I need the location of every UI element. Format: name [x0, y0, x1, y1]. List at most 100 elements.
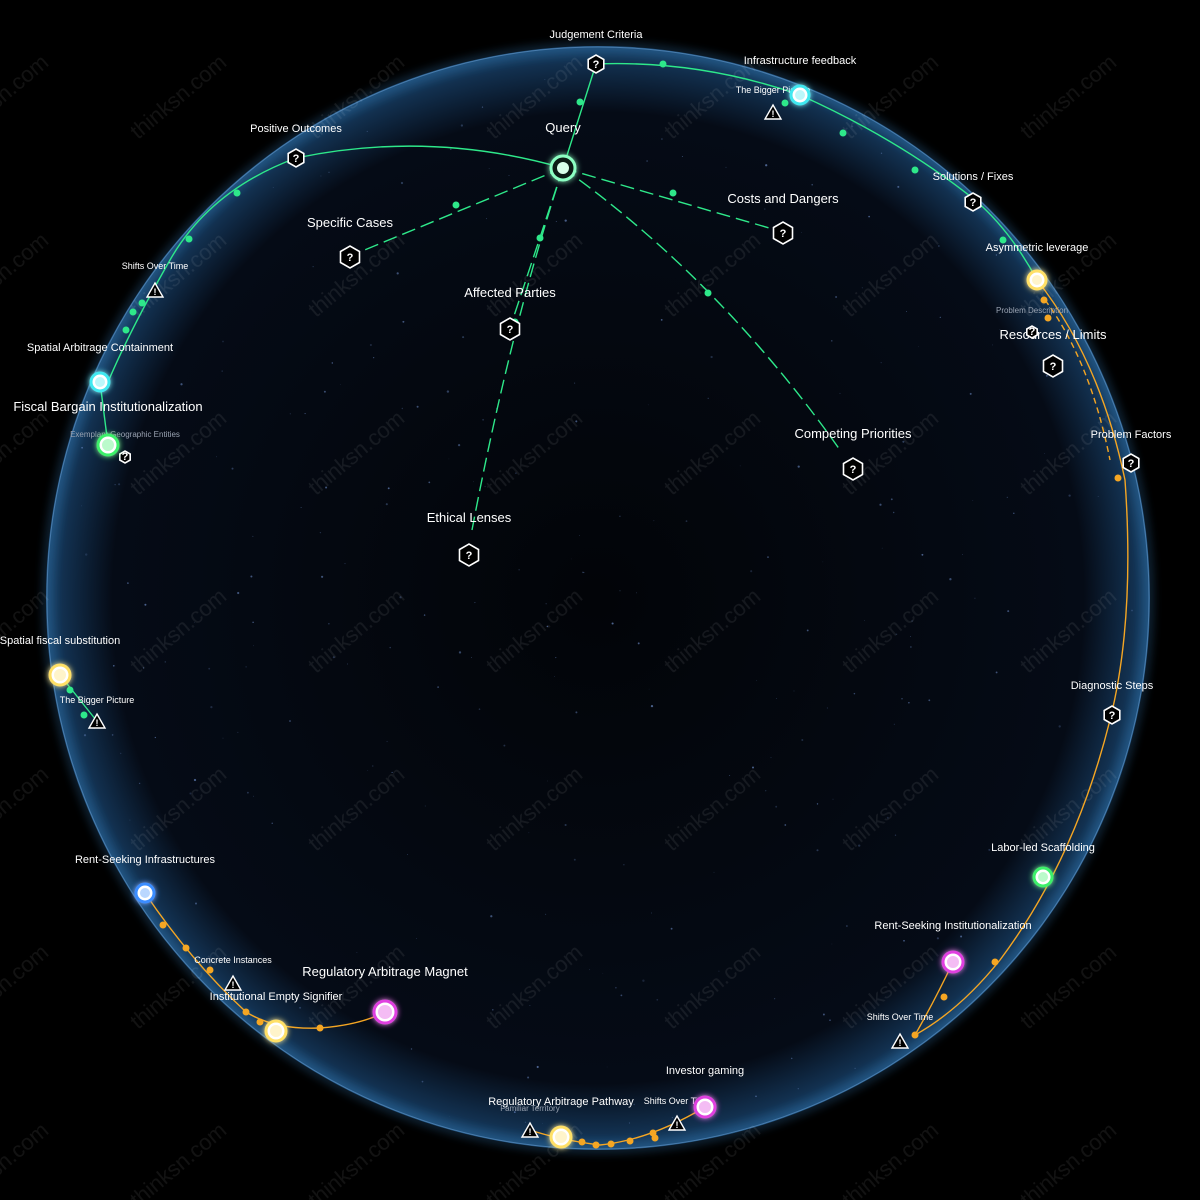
- query-label: Query: [545, 120, 581, 135]
- ethical-lenses-node[interactable]: ?: [458, 543, 480, 567]
- star: [416, 405, 419, 408]
- star: [606, 1066, 608, 1068]
- star: [222, 737, 224, 739]
- star: [356, 952, 358, 953]
- star: [252, 795, 255, 797]
- familiar-territory-node[interactable]: !: [520, 1121, 540, 1138]
- star: [332, 656, 335, 659]
- spatial-fiscal-substitution-node[interactable]: [48, 663, 72, 687]
- problem-factors-node[interactable]: ?: [1122, 453, 1140, 473]
- spatial-arbitrage-containment-node[interactable]: [89, 371, 111, 393]
- question-mark-icon: ?: [466, 550, 473, 562]
- rent-seeking-institutionalization-node[interactable]: [941, 950, 965, 974]
- star: [992, 344, 993, 346]
- help-hexagon-icon: [772, 221, 794, 245]
- rent-seeking-infrastructures-node[interactable]: [134, 882, 156, 904]
- star: [331, 362, 334, 364]
- institutional-empty-signifier-node[interactable]: [264, 1019, 288, 1043]
- diagnostic-steps-label: Diagnostic Steps: [1071, 680, 1154, 692]
- star: [81, 505, 83, 507]
- labor-led-scaffolding-node[interactable]: [1032, 866, 1054, 888]
- question-mark-icon: ?: [1050, 361, 1057, 373]
- star: [549, 296, 551, 297]
- judgement-criteria-node[interactable]: ?: [587, 54, 605, 74]
- star: [118, 483, 121, 486]
- star: [671, 1116, 674, 1119]
- concrete-instances-node[interactable]: !: [223, 974, 243, 991]
- star: [893, 723, 895, 725]
- regulatory-arbitrage-magnet-node[interactable]: [372, 999, 398, 1025]
- path-dot: [159, 921, 167, 929]
- path-dot: [578, 1138, 586, 1146]
- watermark-text: thinksn.com: [837, 1117, 943, 1200]
- resources-limits-node[interactable]: ?: [1042, 354, 1064, 378]
- star: [237, 591, 240, 595]
- the-bigger-picture-top-node[interactable]: !: [763, 103, 783, 120]
- star: [653, 520, 655, 522]
- rent-seeking-infrastructures-label: Rent-Seeking Infrastructures: [75, 854, 216, 866]
- competing-priorities-node[interactable]: ?: [842, 457, 864, 481]
- the-bigger-picture-left-node[interactable]: !: [87, 712, 107, 729]
- specific-cases-node[interactable]: ?: [339, 245, 361, 269]
- costs-and-dangers-label: Costs and Dangers: [727, 191, 839, 206]
- path-dot: [66, 686, 74, 694]
- star: [582, 571, 584, 574]
- star: [482, 418, 485, 421]
- star: [210, 705, 213, 709]
- star: [835, 295, 838, 299]
- star: [323, 390, 326, 393]
- star: [918, 927, 921, 930]
- help-hexagon-icon: [499, 317, 521, 341]
- asymmetric-leverage-node[interactable]: [1026, 269, 1048, 291]
- star: [623, 864, 625, 866]
- question-mark-icon: ?: [507, 324, 514, 336]
- infrastructure-feedback-node[interactable]: [789, 84, 811, 106]
- shifts-over-time-bottom-node[interactable]: !: [667, 1114, 687, 1131]
- path-dot: [607, 1140, 615, 1148]
- exemplary-geographic-entities-node[interactable]: ?: [119, 450, 131, 464]
- warning-triangle-icon: [223, 974, 243, 991]
- star: [508, 174, 510, 177]
- costs-and-dangers-node[interactable]: ?: [772, 221, 794, 245]
- link-judgement-rim: [595, 62, 1038, 281]
- star: [221, 370, 223, 372]
- investor-gaming-node[interactable]: [693, 1095, 717, 1119]
- problem-description-node[interactable]: ?: [1026, 325, 1038, 339]
- affected-parties-node[interactable]: ?: [499, 317, 521, 341]
- star: [650, 704, 654, 708]
- query-node[interactable]: [549, 154, 577, 182]
- help-hexagon-icon: [842, 457, 864, 481]
- question-mark-icon: ?: [1029, 326, 1036, 338]
- star: [646, 160, 648, 162]
- star: [401, 407, 403, 410]
- star: [1007, 610, 1010, 613]
- regulatory-arbitrage-pathway-node[interactable]: [549, 1125, 573, 1149]
- fiscal-bargain-institutionalization-label: Fiscal Bargain Institutionalization: [13, 399, 202, 414]
- path-dot: [452, 201, 460, 209]
- star: [272, 187, 274, 188]
- diagnostic-steps-node[interactable]: ?: [1103, 705, 1121, 725]
- positive-outcomes-node[interactable]: ?: [287, 148, 305, 168]
- shifts-over-time-right-node[interactable]: !: [890, 1032, 910, 1049]
- fiscal-bargain-institutionalization-node[interactable]: [96, 433, 120, 457]
- star: [1068, 494, 1071, 497]
- star: [725, 166, 727, 168]
- solutions-fixes-node[interactable]: ?: [964, 192, 982, 212]
- star: [546, 625, 549, 628]
- star: [868, 215, 870, 218]
- star: [879, 503, 882, 506]
- star: [142, 667, 145, 669]
- star: [458, 651, 462, 654]
- shifts-over-time-left-node[interactable]: !: [145, 281, 165, 298]
- star: [524, 1121, 527, 1124]
- star: [707, 397, 709, 399]
- star: [193, 621, 195, 623]
- star: [756, 679, 758, 681]
- star: [138, 782, 141, 785]
- star: [739, 465, 741, 467]
- warning-triangle-icon: [763, 103, 783, 120]
- star: [488, 167, 490, 169]
- star: [637, 642, 640, 645]
- star: [222, 340, 224, 343]
- question-mark-icon: ?: [1109, 710, 1116, 722]
